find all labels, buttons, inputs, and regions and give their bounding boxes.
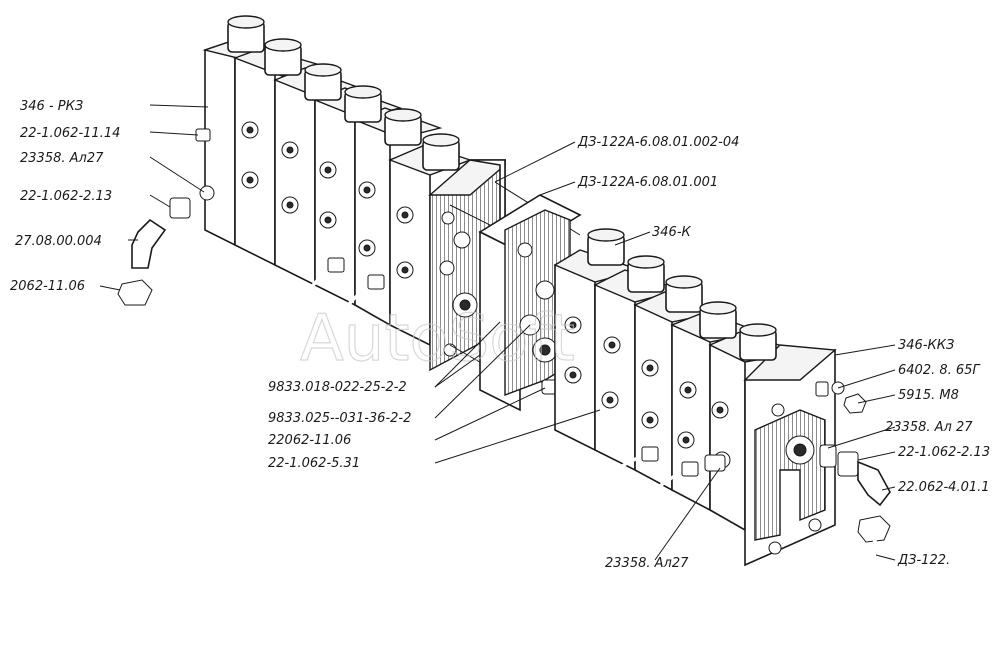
union-fitting	[169, 197, 191, 219]
leader-lines	[99, 104, 896, 561]
cap-9	[665, 275, 703, 313]
elbow-fitting	[131, 218, 167, 269]
label-346-k: 346-К	[652, 225, 692, 240]
right-caps	[587, 228, 777, 361]
cap-2	[264, 38, 302, 76]
cap-8	[627, 255, 665, 293]
left-exploded-fittings	[117, 128, 215, 306]
right-hoses	[603, 446, 726, 521]
washer	[199, 185, 215, 201]
label-2062-11-06: 2062-11.06	[10, 279, 85, 294]
label-5915-m8: 5915. М8	[898, 388, 959, 403]
label-dz122a-002-04: ДЗ-122А-6.08.01.002-04	[577, 135, 739, 150]
cap-7	[587, 228, 625, 266]
middle-plate	[478, 194, 582, 412]
label-9833-018: 9833.018-022-25-2-2	[268, 380, 407, 395]
cap-10	[699, 301, 737, 339]
label-22-1062-2-13-left: 22-1.062-2.13	[20, 189, 112, 204]
label-346-kkz: 346-ККЗ	[898, 338, 954, 353]
plug-fitting	[195, 128, 211, 142]
label-23358-al27-bottom: 23358. Ал27	[605, 556, 689, 571]
label-23358-al27-right: 23358. Ал 27	[885, 420, 973, 435]
part-labels: 346 - РКЗ 22-1.062-11.14 23358. Ал27 22-…	[10, 99, 990, 571]
label-22-062-4-01-1: 22.062-4.01.1	[898, 480, 990, 495]
label-22-1062-5-31: 22-1.062-5.31	[268, 456, 360, 471]
nut	[117, 279, 153, 306]
cap-11	[739, 323, 777, 361]
label-dz122a-001: ДЗ-122А-6.08.01.001	[577, 175, 718, 190]
watermark: AutoSoft	[300, 302, 575, 376]
label-6402-8-65g: 6402. 8. 65Г	[898, 363, 981, 378]
label-22-1062-11-14: 22-1.062-11.14	[20, 126, 120, 141]
cap-5	[384, 108, 422, 146]
label-dz-122: ДЗ-122.	[897, 553, 950, 568]
left-caps	[227, 15, 460, 171]
left-hoses	[293, 257, 385, 346]
cap-3	[304, 63, 342, 101]
label-23358-al27-left: 23358. Ал27	[20, 151, 104, 166]
cap-4	[344, 85, 382, 123]
label-22-1062-2-13-right: 22-1.062-2.13	[898, 445, 990, 460]
label-346-rkz: 346 - РКЗ	[20, 99, 83, 114]
label-27-08-00-004: 27.08.00.004	[15, 234, 102, 249]
cap-6	[422, 133, 460, 171]
cap-1	[227, 15, 265, 53]
label-9833-025: 9833.025--031-36-2-2	[268, 411, 411, 426]
right-exploded-fittings	[815, 381, 891, 633]
label-22062-11-06: 22062-11.06	[268, 433, 351, 448]
